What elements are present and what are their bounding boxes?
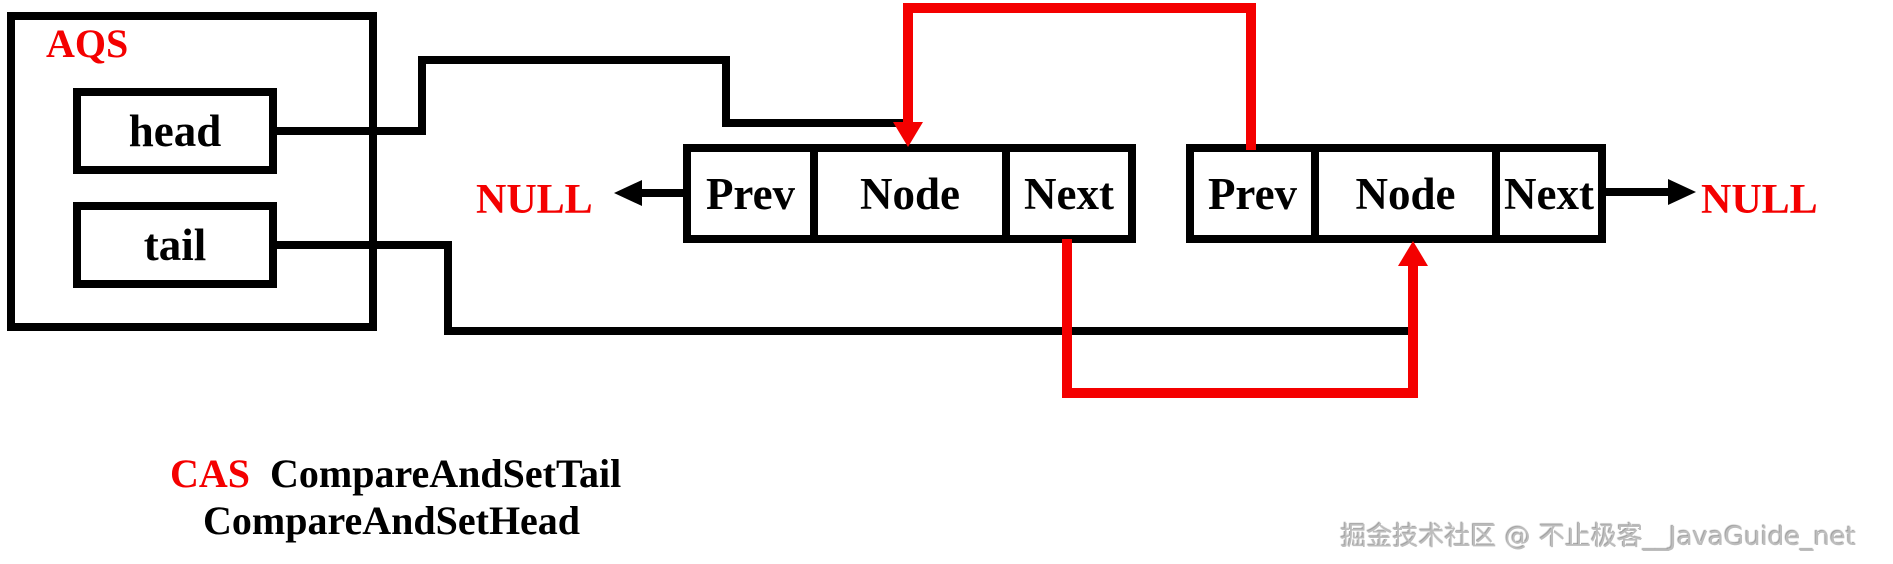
tail-pointer-box: tail bbox=[73, 202, 277, 288]
node1-next-cell: Next bbox=[1002, 144, 1136, 243]
node2-next-cell: Next bbox=[1492, 144, 1606, 243]
tail-pointer-label: tail bbox=[143, 220, 207, 270]
node2-node-cell: Node bbox=[1311, 144, 1500, 243]
cas-caption-line2: CompareAndSetHead bbox=[203, 497, 580, 544]
node1-next-link-vertical-right bbox=[1408, 265, 1418, 398]
watermark-text: 掘金技术社区 @ 不止极客__JavaGuide_net bbox=[1340, 522, 1856, 552]
head-pointer-segment-5 bbox=[722, 119, 908, 127]
cas-caption-line1: CAS CompareAndSetTail bbox=[170, 450, 621, 497]
node1-next-link-vertical-left bbox=[1062, 239, 1072, 398]
aqs-title: AQS bbox=[46, 21, 129, 66]
node1-incoming-arrowhead bbox=[893, 122, 923, 147]
node2-next-label: Next bbox=[1504, 168, 1594, 219]
prev-null-arrow-shaft bbox=[640, 189, 683, 197]
node2-prev-link-horizontal-top bbox=[903, 3, 1256, 13]
tail-pointer-segment-3 bbox=[444, 327, 1413, 335]
head-pointer-segment-4 bbox=[722, 56, 730, 127]
head-pointer-box: head bbox=[73, 88, 277, 174]
prev-null-arrowhead bbox=[614, 180, 642, 206]
node1-next-link-horizontal-bottom bbox=[1062, 388, 1418, 398]
node2-prev-cell: Prev bbox=[1186, 144, 1319, 243]
node1-next-label: Next bbox=[1024, 168, 1114, 219]
head-pointer-label: head bbox=[128, 106, 222, 156]
next-null-arrowhead bbox=[1668, 179, 1696, 205]
node2-node-label: Node bbox=[1355, 168, 1456, 219]
next-null-arrow-shaft bbox=[1606, 188, 1670, 196]
head-pointer-segment-3 bbox=[418, 56, 730, 64]
node2-prev-link-vertical-left bbox=[903, 3, 913, 125]
head-pointer-segment-1 bbox=[277, 127, 426, 135]
node2-prev-link-vertical-right bbox=[1246, 3, 1256, 150]
compare-and-set-head-label: CompareAndSetHead bbox=[203, 498, 581, 543]
node1-node-label: Node bbox=[860, 168, 960, 219]
node2-incoming-arrowhead bbox=[1398, 241, 1428, 266]
null-label-right: NULL bbox=[1701, 177, 1818, 223]
head-pointer-segment-2 bbox=[418, 56, 426, 135]
compare-and-set-tail-label: CompareAndSetTail bbox=[270, 451, 622, 496]
cas-keyword: CAS bbox=[170, 451, 251, 496]
node1-node-cell: Node bbox=[810, 144, 1010, 243]
node1-prev-cell: Prev bbox=[683, 144, 818, 243]
node1-prev-label: Prev bbox=[705, 168, 796, 219]
null-label-left: NULL bbox=[476, 177, 593, 223]
tail-pointer-segment-2 bbox=[444, 241, 452, 335]
tail-pointer-segment-1 bbox=[277, 241, 452, 249]
node2-prev-label: Prev bbox=[1207, 168, 1298, 219]
